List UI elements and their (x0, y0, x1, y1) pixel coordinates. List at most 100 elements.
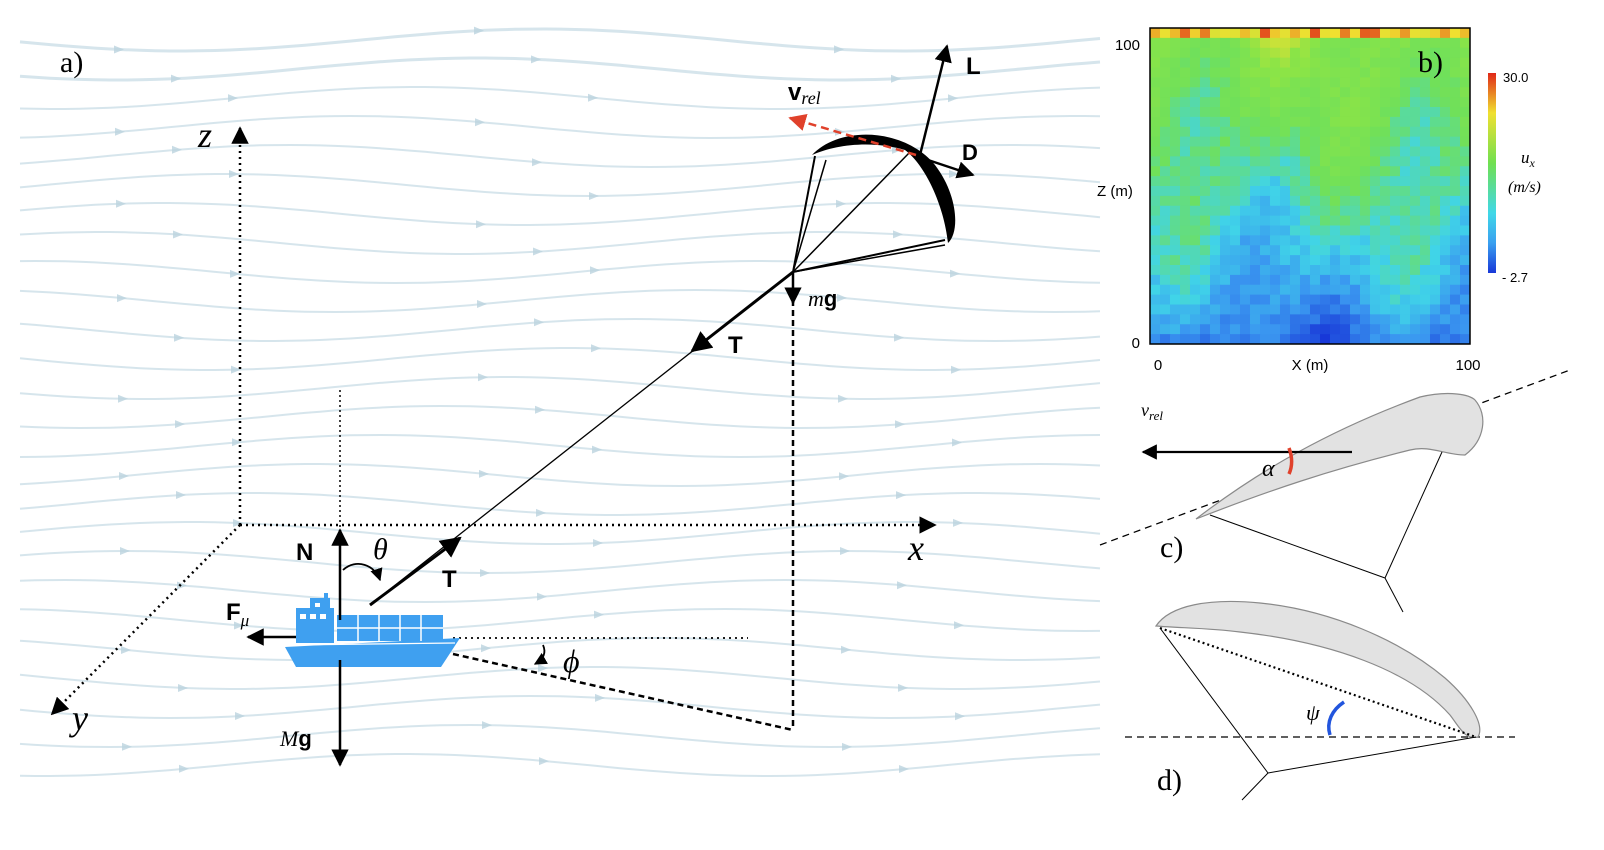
heatmap-cell (1190, 284, 1201, 296)
heatmap-cell (1190, 146, 1201, 157)
heatmap-cell (1370, 166, 1381, 177)
heatmap-cell (1340, 304, 1351, 315)
heatmap-cell (1440, 255, 1451, 266)
heatmap-cell (1310, 195, 1321, 207)
heatmap-cell (1170, 334, 1181, 344)
heatmap-cell (1250, 136, 1261, 148)
heatmap-cell (1460, 215, 1470, 227)
heatmap-cell (1200, 146, 1211, 157)
heatmap-cell (1460, 245, 1470, 256)
heatmap-cell (1150, 284, 1161, 296)
heatmap-cell (1280, 324, 1291, 335)
heatmap-cell (1190, 126, 1201, 138)
heatmap-cell (1230, 186, 1241, 197)
heatmap-cell (1190, 67, 1201, 78)
heatmap-cell (1250, 47, 1261, 59)
heatmap-cell (1280, 205, 1291, 217)
wind-streamline (19, 723, 1101, 749)
wind-arrowhead (228, 94, 238, 103)
heatmap-cell (1180, 314, 1191, 325)
heatmap-cell (1260, 205, 1271, 217)
heatmap-cell (1260, 107, 1271, 118)
heatmap-cell (1450, 47, 1461, 59)
heatmap-cell (1340, 47, 1351, 59)
heatmap-cell (1180, 77, 1191, 88)
heatmap-cell (1300, 28, 1311, 39)
heatmap-cell (1410, 294, 1421, 306)
heatmap-cell (1290, 77, 1301, 88)
heatmap-cell (1160, 47, 1171, 59)
wind-arrowhead (478, 373, 488, 382)
heatmap-cell (1450, 107, 1461, 118)
heatmap-cell (1200, 186, 1211, 197)
heatmap-cell (1270, 67, 1281, 78)
heatmap-cell (1350, 235, 1361, 246)
theta-label: θ (373, 533, 388, 566)
heatmap-cell (1380, 87, 1391, 98)
heatmap-cell (1260, 314, 1271, 325)
heatmap-cell (1450, 294, 1461, 306)
heatmap-cell (1400, 334, 1411, 344)
heatmap-cell (1210, 156, 1221, 167)
heatmap-cell (1310, 156, 1321, 167)
heatmap-cell (1420, 67, 1431, 78)
heatmap-cell (1190, 265, 1201, 276)
heatmap-cell (1440, 136, 1451, 148)
heatmap-cell (1190, 235, 1201, 246)
heatmap-cell (1230, 116, 1241, 128)
bridle-line-d (1267, 736, 1477, 774)
heatmap-cell (1340, 255, 1351, 266)
heatmap-cell (1290, 314, 1301, 325)
heatmap-cell (1350, 116, 1361, 128)
heatmap-cell (1150, 116, 1161, 128)
wind-arrowhead (594, 610, 604, 619)
heatmap-cell (1270, 107, 1281, 118)
heatmap-cell (1370, 97, 1381, 108)
heatmap-cell (1420, 304, 1431, 315)
heatmap-cell (1420, 176, 1431, 187)
heatmap-cell (1390, 107, 1401, 118)
heatmap-cell (1410, 324, 1421, 335)
z-axis-label: z (197, 115, 212, 155)
wind-arrowhead (539, 757, 549, 766)
wind-arrowhead (531, 55, 541, 64)
heatmap-cell (1440, 37, 1451, 49)
heatmap-cell (1190, 245, 1201, 256)
heatmap-cell (1440, 146, 1451, 157)
heatmap-cell (1440, 284, 1451, 296)
heatmap-cell (1170, 274, 1181, 286)
heatmap-cell (1390, 136, 1401, 148)
heatmap-cell (1440, 107, 1451, 118)
wind-arrowhead (480, 569, 490, 577)
heatmap-cell (1160, 225, 1171, 236)
heatmap-cell (1360, 265, 1371, 276)
wind-streamline (19, 259, 1101, 285)
heatmap-cell (1220, 67, 1231, 78)
heatmap-cell (1230, 274, 1241, 286)
heatmap-cell (1200, 215, 1211, 227)
wind-arrowhead (895, 420, 905, 429)
heatmap-cell (1160, 334, 1171, 344)
heatmap-cell (1300, 334, 1311, 344)
heatmap-cell (1360, 37, 1371, 49)
heatmap-cell (1370, 47, 1381, 59)
ship-antenna (324, 593, 328, 601)
heatmap-cell (1460, 255, 1470, 266)
heatmap-cell (1410, 87, 1421, 98)
heatmap-cell (1300, 77, 1311, 88)
heatmap-cell (1160, 294, 1171, 306)
heatmap-cell (1450, 77, 1461, 88)
heatmap-cell (1240, 294, 1251, 306)
heatmap-cell (1230, 225, 1241, 236)
heatmap-cell (1250, 274, 1261, 286)
heatmap-cell (1380, 225, 1391, 236)
heatmap-cell (1270, 87, 1281, 98)
heatmap-cell (1290, 215, 1301, 227)
heatmap-cell (1340, 87, 1351, 98)
heatmap-cell (1150, 245, 1161, 256)
heatmap-cell (1230, 77, 1241, 88)
heatmap-cell (1320, 126, 1331, 138)
heatmap-cell (1350, 225, 1361, 236)
heatmap-cell (1340, 166, 1351, 177)
heatmap-cell (1220, 235, 1231, 246)
